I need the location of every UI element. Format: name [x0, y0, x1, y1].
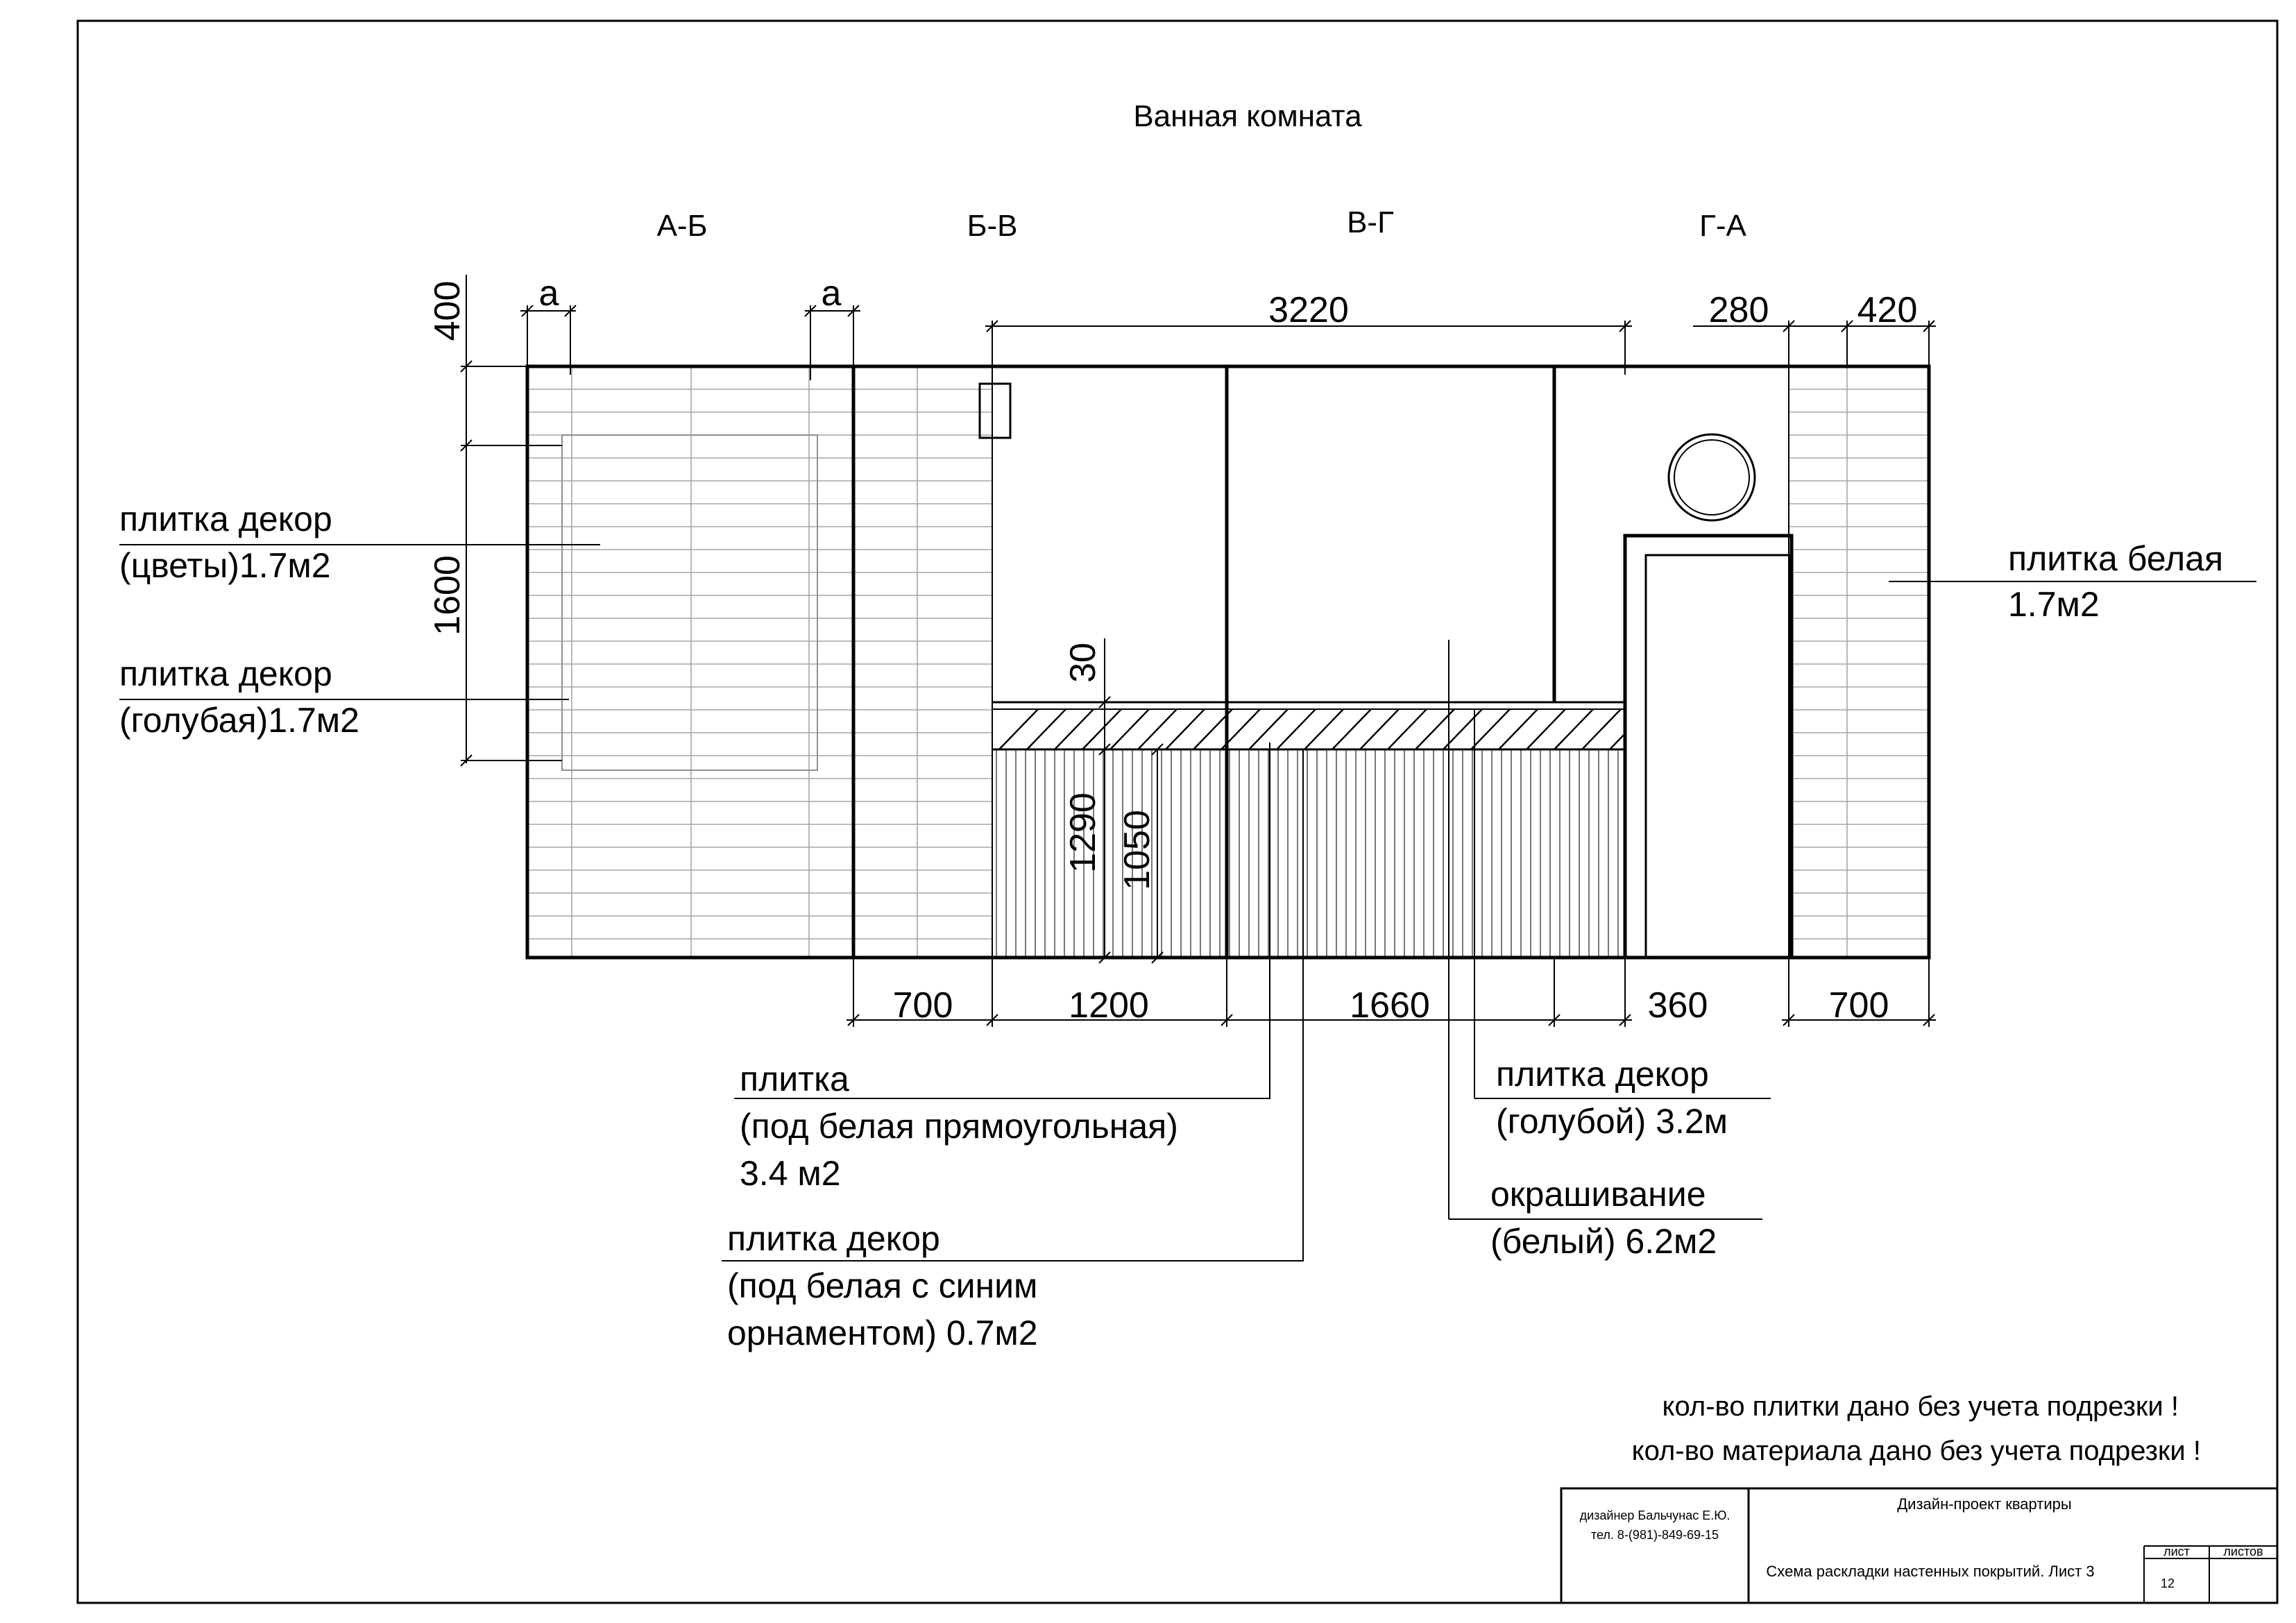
hatch-stroke: [1137, 708, 1177, 750]
dim-400: 400: [427, 281, 468, 341]
hatch-stroke: [1498, 708, 1538, 750]
round-vent-inner: [1674, 439, 1750, 516]
tile-grid-ab: [527, 366, 853, 958]
dim-1290-label: 1290: [1063, 792, 1103, 873]
dim-280: 280: [1709, 290, 1769, 330]
note-decor-flowers-2: (цветы)1.7м2: [119, 546, 331, 585]
hatch-stroke: [1581, 708, 1622, 750]
dim-420: 420: [1857, 290, 1918, 330]
hatch-stroke: [1332, 708, 1372, 750]
hatch-stroke: [1054, 708, 1094, 750]
stamp-phone: тел. 8-(981)-849-69-15: [1591, 1528, 1719, 1542]
dim-top-a-right: [804, 305, 860, 380]
hatch-stroke: [1526, 708, 1566, 750]
drawing-title: Ванная комната: [1133, 99, 1362, 133]
hatch-stroke: [1609, 733, 1626, 750]
warning-tiles: кол-во плитки дано без учета подрезки !: [1663, 1391, 2179, 1422]
stamp-sheet-number: 12: [2161, 1577, 2175, 1590]
hatch-stroke: [1109, 708, 1150, 750]
hatch-stroke: [1415, 708, 1455, 750]
dim-1050: [1151, 743, 1164, 964]
note-decor-blue-2: (голубая)1.7м2: [119, 701, 359, 740]
note-ornament-3: орнаментом) 0.7м2: [727, 1314, 1038, 1352]
hatch-stroke: [1082, 708, 1122, 750]
hatch-stroke: [1165, 708, 1205, 750]
hatch-stroke: [1554, 708, 1594, 750]
note-ornament-2: (под белая с синим: [727, 1266, 1037, 1305]
stamp-sheet-title: Схема раскладки настенных покрытий. Лист…: [1766, 1563, 2094, 1580]
dim-a-right: a: [822, 273, 842, 314]
dim-1050-label: 1050: [1117, 810, 1157, 890]
hatched-decor-band: [998, 708, 1626, 750]
dim-1290: [1098, 756, 1111, 964]
dim-360: 360: [1648, 985, 1708, 1026]
hatch-stroke: [1387, 708, 1427, 750]
tile-grid-ga: [1789, 366, 1929, 958]
dim-1600: 1600: [427, 555, 468, 636]
note-white-2: 1.7м2: [2008, 585, 2100, 624]
note-light-blue-1: плитка декор: [1496, 1055, 1709, 1094]
hatch-stroke: [1026, 708, 1066, 750]
note-ornament-1: плитка декор: [727, 1219, 940, 1258]
dim-30: [1098, 638, 1111, 756]
note-paint-1: окрашивание: [1490, 1175, 1706, 1214]
door-frame: [1623, 534, 1794, 960]
dim-700-right: 700: [1829, 985, 1889, 1026]
dim-bottom-chain: [847, 958, 1936, 1027]
wall-label-ab: А-Б: [657, 209, 708, 243]
leader-lines: [119, 544, 2256, 1261]
stamp-sheet-label: лист: [2163, 1545, 2190, 1558]
dim-30-label: 30: [1063, 643, 1103, 683]
dim-1200: 1200: [1069, 985, 1149, 1026]
warning-material: кол-во материала дано без учета подрезки…: [1632, 1436, 2201, 1466]
note-paint-2: (белый) 6.2м2: [1490, 1222, 1717, 1261]
note-light-blue-2: (голубой) 3.2м: [1496, 1102, 1728, 1141]
hatch-stroke: [1304, 708, 1344, 750]
hatch-stroke: [1443, 708, 1483, 750]
vertical-tile-pattern: [996, 749, 1619, 958]
dim-top-3220: [985, 320, 1632, 958]
wall-label-ga: Г-А: [1699, 209, 1746, 243]
round-vent: [1667, 433, 1756, 522]
title-block: [1560, 1487, 2279, 1604]
note-rect-2: (под белая прямоугольная): [740, 1107, 1178, 1146]
switch-box: [978, 382, 1012, 439]
note-decor-flowers-1: плитка декор: [119, 500, 332, 538]
note-rect-1: плитка: [740, 1060, 849, 1098]
hatch-stroke: [1359, 708, 1400, 750]
stamp-designer: дизайнер Бальчунас Е.Ю.: [1580, 1509, 1730, 1522]
dim-top-280-420: [1693, 320, 1936, 366]
note-decor-blue-1: плитка декор: [119, 654, 332, 693]
dim-700-left: 700: [893, 985, 953, 1026]
hatch-stroke: [998, 708, 1039, 750]
dim-3220: 3220: [1268, 290, 1349, 330]
dim-a-left: a: [539, 273, 559, 314]
hatch-stroke: [1470, 708, 1511, 750]
decor-panel-ab: [561, 434, 818, 771]
stamp-project: Дизайн-проект квартиры: [1897, 1495, 2071, 1513]
hatch-stroke: [1276, 708, 1316, 750]
hatch-stroke: [1248, 708, 1289, 750]
note-white-1: плитка белая: [2008, 539, 2223, 578]
dim-left-vertical: [460, 275, 562, 767]
outer-frame: [76, 19, 2279, 1604]
dim-1660: 1660: [1350, 985, 1430, 1026]
wall-label-vg: В-Г: [1347, 205, 1394, 239]
stamp-sheets-label: листов: [2223, 1545, 2263, 1558]
tile-grid-bv: [853, 366, 992, 958]
note-rect-3: 3.4 м2: [740, 1154, 841, 1193]
wall-label-bv: Б-В: [967, 209, 1018, 243]
door-leaf: [1644, 554, 1792, 959]
dim-top-a-left: [520, 305, 577, 375]
